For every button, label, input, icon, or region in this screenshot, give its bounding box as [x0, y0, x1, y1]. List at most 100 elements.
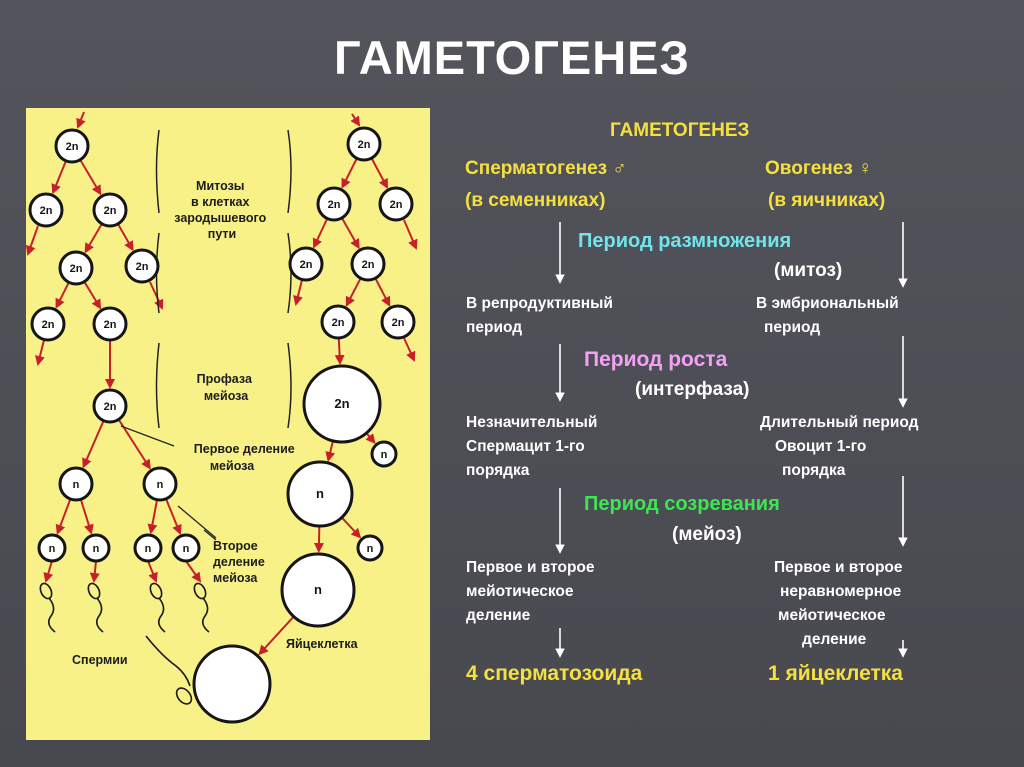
- division-arrow: [117, 223, 134, 252]
- haploid-cell: [280, 552, 356, 628]
- label-mitosis: Митозы в клетках зародышевого пути: [174, 179, 269, 241]
- female-phase1-line: период: [764, 319, 821, 336]
- ploidy-label: 2n: [70, 263, 83, 275]
- haploid-cell: [58, 466, 94, 502]
- ploidy-label: 2n: [40, 205, 53, 217]
- division-arrow: [147, 560, 158, 583]
- diploid-cell: [54, 128, 90, 164]
- division-arrow: [403, 219, 418, 250]
- sperm-tail: [201, 597, 210, 633]
- ploidy-label: n: [183, 543, 190, 555]
- ploidy-label: 2n: [334, 396, 349, 411]
- diploid-cell: [288, 246, 324, 282]
- division-arrow: [325, 440, 336, 462]
- haploid-cell: [286, 460, 354, 528]
- diploid-cell: [316, 186, 352, 222]
- female-result: 1 яйцеклетка: [768, 662, 903, 685]
- male-phase1-line: период: [466, 319, 523, 336]
- ploidy-label: n: [93, 543, 100, 555]
- diploid-cell: [302, 364, 382, 444]
- haploid-cell: [356, 534, 384, 562]
- male-phase3-line: Первое и второе: [466, 559, 595, 576]
- phase2-process: (интерфаза): [635, 379, 750, 400]
- diploid-cell: [92, 192, 128, 228]
- female-phase2-line: Овоцит 1-го: [775, 438, 867, 455]
- ploidy-label: 2n: [362, 259, 375, 271]
- ploidy-label: n: [49, 543, 56, 555]
- diploid-cell: [320, 304, 356, 340]
- phase1-process: (митоз): [774, 260, 843, 281]
- ploidy-label: 2n: [358, 139, 371, 151]
- male-phase1-line: В репродуктивный: [466, 295, 613, 312]
- male-phase2-line: порядка: [466, 462, 530, 479]
- ploidy-label: n: [73, 479, 80, 491]
- diploid-cell: [30, 306, 66, 342]
- slide-title: ГАМЕТОГЕНЕЗ: [334, 31, 690, 84]
- phase2-name: Период роста: [584, 348, 728, 371]
- division-arrow: [51, 160, 67, 195]
- ploidy-label: n: [157, 479, 164, 491]
- label-egg: Яйцеклетка: [286, 637, 359, 651]
- sperm-tail: [157, 597, 166, 633]
- diploid-cell: [350, 246, 386, 282]
- female-phase2-line: порядка: [782, 462, 846, 479]
- ploidy-label: 2n: [390, 199, 403, 211]
- female-phase3-line: Первое и второе: [774, 559, 903, 576]
- division-arrow: [79, 498, 94, 535]
- female-phase3-line: неравномерное: [780, 583, 902, 600]
- division-arrow: [149, 281, 164, 310]
- division-arrow: [345, 277, 362, 307]
- division-arrow: [403, 337, 416, 362]
- ploidy-label: 2n: [66, 141, 79, 153]
- division-arrow: [313, 525, 324, 554]
- female-phase1-line: В эмбриональный: [756, 295, 899, 312]
- diploid-cell: [380, 304, 416, 340]
- label-first-division: Первое деление мейоза: [194, 442, 298, 473]
- scheme-heading: ГАМЕТОГЕНЕЗ: [610, 120, 750, 141]
- ploidy-label: 2n: [392, 317, 405, 329]
- cell-division-arrows: [26, 111, 418, 656]
- ploidy-label: 2n: [328, 199, 341, 211]
- division-arrow: [55, 281, 70, 309]
- division-arrow: [258, 615, 295, 656]
- haploid-cell: [133, 533, 163, 563]
- diploid-cell: [92, 388, 128, 424]
- male-phase3-line: деление: [466, 607, 531, 624]
- division-arrow: [147, 499, 159, 535]
- ploidy-label: 2n: [104, 205, 117, 217]
- division-arrow: [370, 157, 389, 189]
- ploidy-label: n: [314, 582, 322, 597]
- division-arrow: [26, 225, 39, 256]
- phase3-process: (мейоз): [672, 524, 742, 545]
- division-arrow: [350, 113, 361, 127]
- label-sperm: Спермии: [72, 653, 128, 667]
- phase1-name: Период размножения: [578, 230, 792, 252]
- diploid-cell: [378, 186, 414, 222]
- female-phase3-line: деление: [802, 631, 867, 648]
- haploid-cell: [370, 440, 398, 468]
- diploid-cell: [92, 306, 128, 342]
- division-arrow: [365, 432, 376, 445]
- diploid-cell: [346, 126, 382, 162]
- ploidy-label: 2n: [42, 319, 55, 331]
- female-phase3-line: мейотическое: [778, 607, 886, 624]
- sperm-tail: [95, 597, 104, 633]
- female-place: (в яичниках): [768, 190, 886, 211]
- division-arrow: [43, 560, 54, 583]
- division-arrow: [185, 560, 202, 583]
- male-place: (в семенниках): [465, 190, 606, 211]
- sperm-tail: [145, 635, 191, 687]
- egg-cell: [192, 644, 272, 724]
- sperm-cells: [39, 582, 210, 705]
- ploidy-label: 2n: [300, 259, 313, 271]
- label-prophase: Профаза мейоза: [197, 372, 256, 403]
- label-leader-lines: [120, 425, 217, 541]
- male-phase3-line: мейотическое: [466, 583, 574, 600]
- division-arrow: [341, 516, 362, 539]
- division-arrow: [341, 217, 360, 250]
- label-second-division: Второе деление мейоза: [213, 539, 268, 585]
- haploid-cell: [37, 533, 67, 563]
- sperm-head: [175, 687, 193, 705]
